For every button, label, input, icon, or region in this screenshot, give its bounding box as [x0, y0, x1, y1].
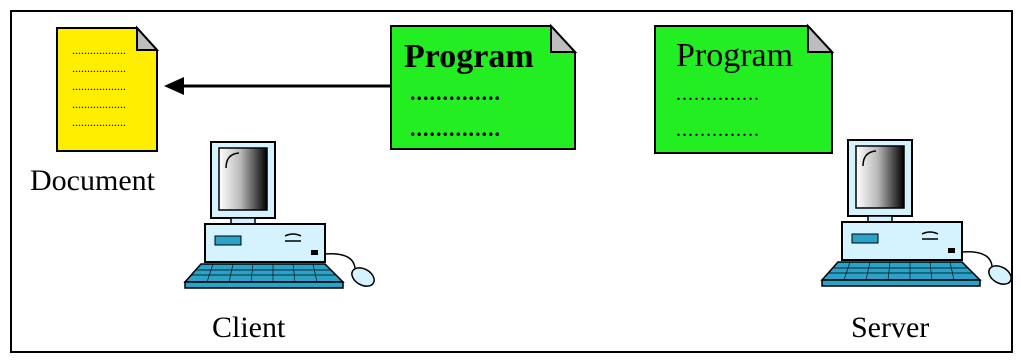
- document-line: ..................: [72, 79, 126, 93]
- document-line: ..................: [72, 43, 126, 57]
- document-line: ..................: [72, 97, 126, 111]
- program-title-bold: Program: [404, 38, 534, 75]
- program-line: ..............: [410, 116, 501, 141]
- client-label: Client: [212, 311, 286, 344]
- document-line: ..................: [72, 61, 126, 75]
- server-program-title: Program: [676, 37, 793, 74]
- program-icon: Program .............. ..............: [390, 23, 578, 150]
- document-line: ..................: [72, 115, 126, 129]
- document-icon: .................. .................. ..…: [56, 25, 160, 152]
- server-label: Server: [851, 311, 929, 344]
- server-program-line: ..............: [676, 119, 760, 141]
- server-program-line: ..............: [676, 83, 760, 105]
- arrow-icon: [164, 77, 391, 95]
- program-line: ..............: [410, 80, 501, 105]
- server-program-icon: Program .............. ..............: [654, 23, 835, 154]
- document-label: Document: [30, 164, 156, 197]
